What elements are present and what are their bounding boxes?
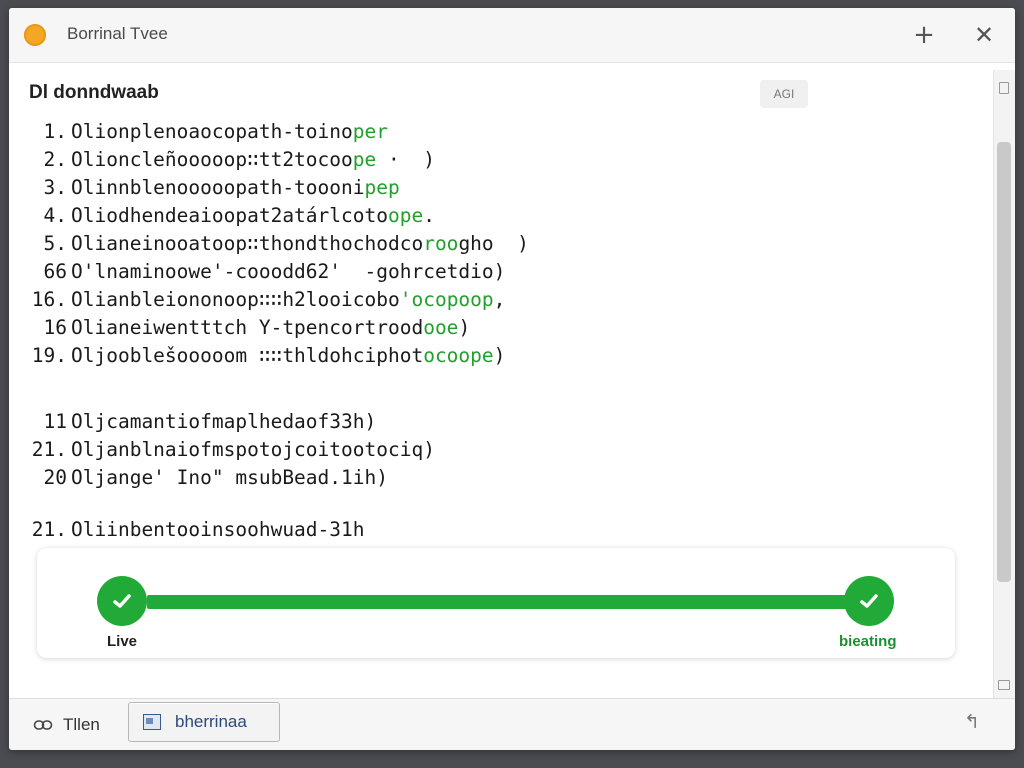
- line-tail: ,: [493, 288, 506, 311]
- code-line: 4.Oliodhendeaioopat2atárlcotoope.: [27, 204, 435, 227]
- line-text: Oliodhendeaioopat2atárlcoto: [71, 204, 388, 227]
- code-line: 5.Olianeinooatoop∷thondthochodcoroogho ): [27, 232, 529, 255]
- status-dot-icon: [24, 24, 46, 46]
- line-text: Olianbleiononoop∷∷h2looicobo: [71, 288, 400, 311]
- title-bar: Borrinal Tvee + ✕: [9, 8, 1015, 63]
- line-number: 2.: [43, 148, 67, 171]
- line-highlight: ocoope: [423, 344, 494, 367]
- line-text: Olinnblenooooopath-toooni: [71, 176, 365, 199]
- line-number: 19.: [31, 344, 67, 367]
- start-node[interactable]: [97, 576, 147, 626]
- scroll-down-icon[interactable]: [998, 680, 1010, 690]
- line-highlight: ope: [387, 204, 424, 227]
- progress-card: Live bieating: [37, 548, 955, 658]
- line-highlight: pep: [364, 176, 400, 199]
- end-label: bieating: [839, 633, 897, 650]
- line-number: 21.: [31, 438, 67, 461]
- line-text: Olioncleñooooop∷tt2tocoo: [71, 148, 353, 171]
- line-highlight: pe: [352, 148, 377, 171]
- line-tail: gho ): [458, 232, 529, 255]
- code-line: 2.Olioncleñooooop∷tt2tocoope · ): [27, 148, 435, 171]
- scroll-up-icon[interactable]: [999, 82, 1009, 94]
- line-tail: .: [423, 204, 435, 227]
- line-number: 1.: [43, 120, 67, 143]
- window-icon: [143, 714, 161, 730]
- line-highlight: per: [352, 120, 388, 143]
- add-tab-button[interactable]: +: [913, 20, 935, 50]
- code-line: 21.Oljanblnaiofmspotojcoitootociq): [27, 438, 435, 461]
- page-title: Dl donndwaab: [29, 82, 159, 103]
- line-tail: · ): [376, 148, 435, 171]
- scroll-thumb[interactable]: [997, 142, 1011, 582]
- tag-badge[interactable]: AGI: [760, 80, 808, 108]
- window-title: Borrinal Tvee: [67, 24, 168, 43]
- check-icon: [860, 594, 878, 608]
- footer-button[interactable]: bherrinaa: [128, 702, 280, 742]
- app-window: Borrinal Tvee + ✕ Dl donndwaab AGI 1.Oli…: [9, 8, 1015, 750]
- code-line: 19.Oljooblešooooom ∷∷thldohciphotocoope): [27, 344, 506, 367]
- check-icon: [113, 594, 131, 608]
- line-text: Oljcamantiofmaplhedaof33h): [71, 410, 377, 433]
- line-number: 66: [43, 260, 67, 283]
- line-text: Olianeinooatoop∷thondthochodco: [71, 232, 424, 255]
- line-tail: ): [458, 316, 471, 339]
- line-number: 5.: [43, 232, 67, 255]
- return-icon[interactable]: ↰: [964, 711, 980, 733]
- line-number: 4.: [43, 204, 67, 227]
- line-text: Oliinbentooinsoohwuad-31h: [71, 518, 365, 541]
- line-tail: ): [493, 344, 506, 367]
- progress-track: [147, 595, 877, 609]
- line-highlight: 'ocopoop: [399, 288, 494, 311]
- code-line: 21.Oliinbentooinsoohwuad-31h: [27, 518, 365, 541]
- line-number: 16: [43, 316, 67, 339]
- footer-button-label: bherrinaa: [175, 712, 247, 731]
- code-line: 16.Olianbleiononoop∷∷h2looicobo'ocopoop,: [27, 288, 506, 311]
- line-number: 21.: [31, 518, 67, 541]
- code-line: 1.Olionplenoaocopath-toinoper: [27, 120, 388, 143]
- line-highlight: ooe: [423, 316, 459, 339]
- code-line: 3.Olinnblenooooopath-tooonipep: [27, 176, 400, 199]
- start-label: Live: [107, 633, 138, 650]
- line-text: Olianeiwentttch Y-tpencortrood: [71, 316, 424, 339]
- line-text: Oljanblnaiofmspotojcoitootociq): [71, 438, 435, 461]
- line-text: Oljange' Ino" msubBead.1ih): [71, 466, 388, 489]
- line-number: 16.: [31, 288, 67, 311]
- line-text: O'lnaminoowe'-cooodd62' -gohrcetdio): [71, 260, 506, 283]
- line-number: 3.: [43, 176, 67, 199]
- line-number: 20: [43, 466, 67, 489]
- scrollbar[interactable]: [993, 70, 1015, 698]
- line-number: 11: [43, 410, 67, 433]
- line-text: Olionplenoaocopath-toino: [71, 120, 353, 143]
- footer-link-label: Tllen: [63, 715, 100, 734]
- end-node[interactable]: [844, 576, 894, 626]
- close-button[interactable]: ✕: [973, 21, 995, 49]
- line-highlight: roo: [423, 232, 459, 255]
- footer-link[interactable]: Tllen: [33, 711, 100, 739]
- line-text: Oljooblešooooom ∷∷thldohciphot: [71, 344, 424, 367]
- link-icon: [33, 720, 53, 730]
- footer-bar: Tllen bherrinaa ↰: [9, 698, 1015, 750]
